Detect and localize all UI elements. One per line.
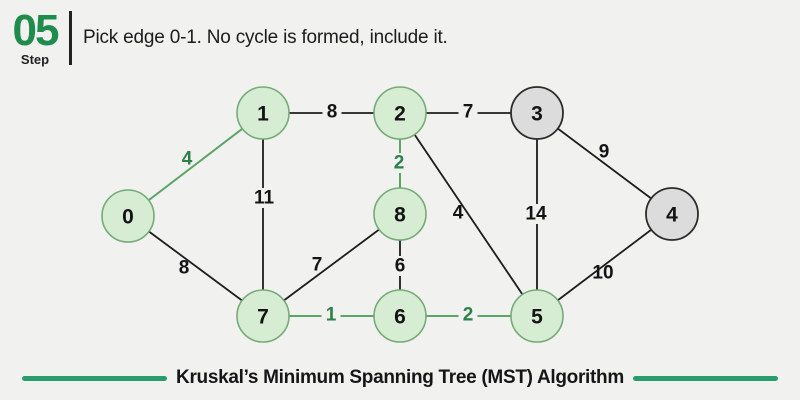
edge-5-4 [536, 213, 673, 317]
node-label-5: 5 [531, 306, 543, 329]
footer: Kruskal’s Minimum Spanning Tree (MST) Al… [0, 367, 800, 389]
edge-0-7 [127, 215, 264, 317]
graph-node-2 [373, 86, 427, 140]
graph-node-3 [510, 86, 564, 140]
edge-weight-bg-1-2 [322, 102, 342, 122]
edge-weight-3-5: 14 [525, 204, 547, 225]
graph-node-5 [510, 289, 564, 343]
edge-weight-1-2: 8 [327, 102, 338, 123]
node-label-0: 0 [122, 206, 134, 229]
graph-node-7 [236, 289, 290, 343]
edge-2-5 [399, 112, 538, 317]
step-label: Step [20, 51, 50, 67]
edge-weight-0-7: 8 [179, 258, 190, 279]
graph-node-8 [373, 187, 427, 241]
edge-7-8 [262, 213, 401, 317]
node-label-1: 1 [257, 103, 269, 126]
step-header: 05 Step Pick edge 0-1. No cycle is forme… [10, 6, 448, 67]
edge-weight-5-4: 10 [592, 263, 613, 284]
header-vertical-divider [69, 11, 72, 66]
node-label-4: 4 [666, 204, 678, 227]
footer-line-left [22, 375, 168, 381]
step-number: 05 [12, 6, 60, 55]
edge-weight-7-8: 7 [312, 255, 323, 276]
edge-weight-0-1: 4 [182, 149, 193, 170]
edge-weight-bg-1-7 [248, 188, 280, 208]
step-indicator: 05 Step [10, 6, 60, 67]
edge-weight-7-6: 1 [326, 305, 337, 326]
edge-weight-6-5: 2 [463, 305, 474, 326]
step-instruction: Pick edge 0-1. No cycle is formed, inclu… [83, 27, 448, 49]
node-label-7: 7 [257, 306, 269, 329]
node-label-3: 3 [531, 103, 543, 126]
edge-weight-3-4: 9 [599, 142, 610, 163]
edge-weight-2-8: 2 [394, 153, 405, 174]
node-label-6: 6 [394, 306, 406, 329]
edge-weight-bg-8-6 [390, 256, 410, 276]
footer-title: Kruskal’s Minimum Spanning Tree (MST) Al… [176, 367, 624, 388]
edge-weight-1-7: 11 [254, 188, 275, 209]
edge-weight-2-3: 7 [463, 102, 474, 123]
footer-line-right [632, 375, 778, 381]
node-label-2: 2 [394, 103, 406, 126]
graph-node-4 [645, 187, 699, 241]
edge-weight-bg-2-8 [389, 153, 409, 173]
edge-weight-bg-6-5 [458, 305, 478, 325]
graph-node-0 [101, 189, 155, 243]
graph-node-6 [373, 289, 427, 343]
edge-weight-2-5: 4 [453, 203, 464, 224]
edge-3-4 [536, 112, 673, 215]
node-label-8: 8 [394, 204, 406, 227]
edge-weight-bg-3-5 [520, 204, 552, 224]
edge-weight-bg-7-6 [321, 305, 341, 325]
graph-node-1 [236, 86, 290, 140]
edge-0-1 [127, 112, 264, 217]
edge-weight-8-6: 6 [395, 256, 406, 277]
edge-weight-bg-2-3 [458, 102, 478, 122]
